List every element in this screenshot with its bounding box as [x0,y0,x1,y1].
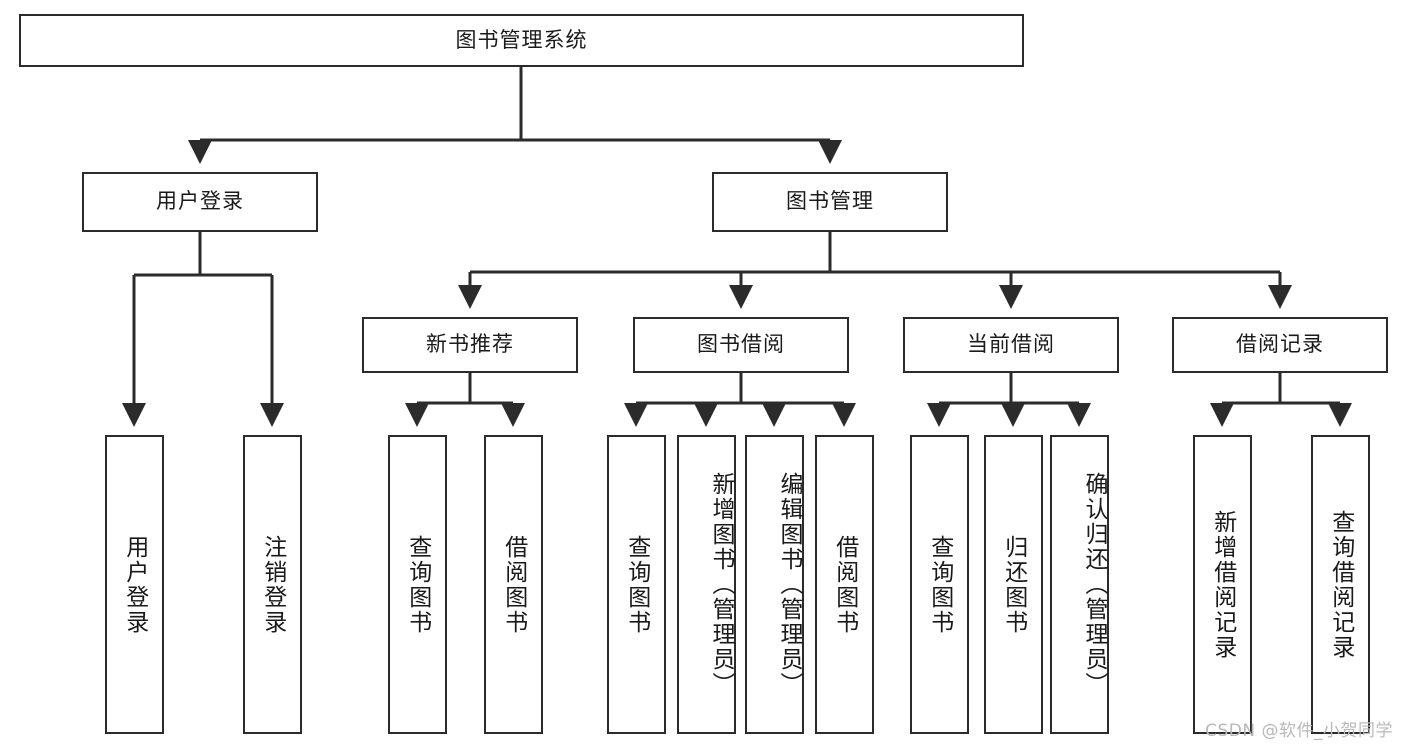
node-new-book-recommend[interactable]: 新书推荐 [362,317,578,373]
node-leaf-query-borrow-record[interactable]: 查询借阅记录 [1311,435,1370,734]
node-new-book-recommend-label: 新书推荐 [426,332,514,357]
node-current-borrow[interactable]: 当前借阅 [903,317,1119,373]
node-user-login[interactable]: 用户登录 [82,172,318,232]
node-leaf-query-book-2[interactable]: 查询图书 [607,435,666,734]
node-leaf-confirm-return-admin[interactable]: 确认归还（管理员） [1050,435,1109,734]
node-leaf-query-borrow-record-label: 查询借阅记录 [1327,509,1354,660]
node-current-borrow-label: 当前借阅 [967,332,1055,357]
node-leaf-borrow-book-1[interactable]: 借阅图书 [484,435,543,734]
node-leaf-user-login[interactable]: 用户登录 [105,435,164,734]
node-leaf-logout-login[interactable]: 注销登录 [243,435,302,734]
node-leaf-query-book-2-label: 查询图书 [623,534,650,635]
node-leaf-query-book-1[interactable]: 查询图书 [388,435,447,734]
node-book-borrow-label: 图书借阅 [697,332,785,357]
node-borrow-record-label: 借阅记录 [1236,332,1324,357]
node-leaf-return-book[interactable]: 归还图书 [984,435,1043,734]
watermark: CSDN @软件_小贺同学 [1205,721,1393,741]
node-leaf-add-borrow-record[interactable]: 新增借阅记录 [1193,435,1252,734]
node-leaf-edit-book-admin[interactable]: 编辑图书（管理员） [745,435,804,734]
node-leaf-query-book-1-label: 查询图书 [404,534,431,635]
node-leaf-user-login-label: 用户登录 [121,534,148,635]
node-leaf-borrow-book-2[interactable]: 借阅图书 [815,435,874,734]
node-root[interactable]: 图书管理系统 [19,14,1024,67]
node-user-login-label: 用户登录 [156,189,244,214]
node-leaf-return-book-label: 归还图书 [1000,534,1027,635]
node-leaf-add-borrow-record-label: 新增借阅记录 [1209,509,1236,660]
node-leaf-query-book-3[interactable]: 查询图书 [910,435,969,734]
node-leaf-add-book-admin[interactable]: 新增图书（管理员） [677,435,736,734]
node-leaf-logout-login-label: 注销登录 [259,534,286,635]
node-book-borrow[interactable]: 图书借阅 [633,317,849,373]
node-book-management[interactable]: 图书管理 [712,172,948,232]
node-leaf-borrow-book-2-label: 借阅图书 [831,534,858,635]
node-leaf-edit-book-admin-label: 编辑图书（管理员） [776,472,802,697]
node-leaf-query-book-3-label: 查询图书 [926,534,953,635]
node-leaf-borrow-book-1-label: 借阅图书 [500,534,527,635]
node-root-label: 图书管理系统 [455,27,588,52]
node-borrow-record[interactable]: 借阅记录 [1172,317,1388,373]
node-leaf-add-book-admin-label: 新增图书（管理员） [708,472,734,697]
node-leaf-confirm-return-admin-label: 确认归还（管理员） [1081,472,1107,697]
node-book-management-label: 图书管理 [786,189,874,214]
